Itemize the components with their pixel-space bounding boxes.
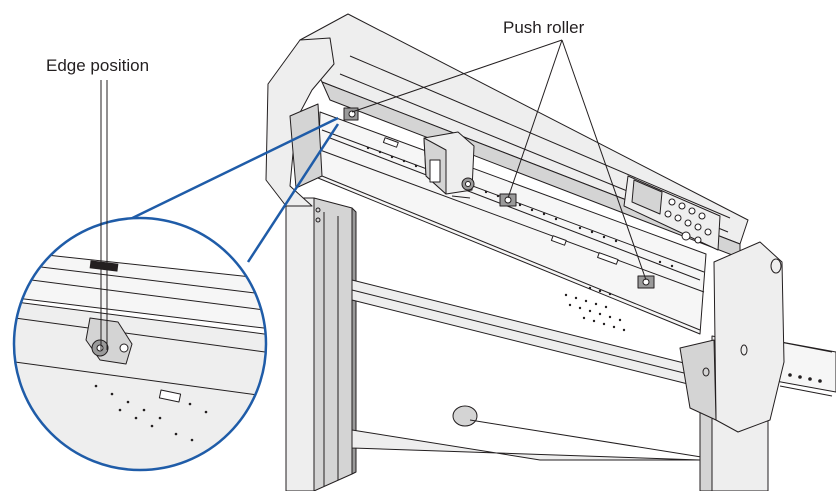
stand-left-leg bbox=[285, 197, 357, 491]
front-vent-holes bbox=[564, 286, 626, 332]
control-panel bbox=[623, 175, 721, 251]
push-roller-right bbox=[637, 275, 655, 289]
tool-carriage bbox=[423, 131, 475, 199]
front-rail-dots bbox=[366, 146, 674, 268]
detail-magnifier bbox=[14, 218, 266, 470]
plotter-left-end-cap bbox=[265, 37, 335, 223]
push-roller-middle bbox=[499, 193, 517, 207]
plotter-right-end-cap bbox=[679, 241, 785, 433]
detail-magnifier-border bbox=[12, 216, 268, 472]
stand-cross-beam-lower bbox=[351, 405, 721, 461]
callout-cone bbox=[117, 116, 340, 263]
detail-push-roller bbox=[85, 317, 133, 365]
edge-position-label: Edge position bbox=[46, 56, 150, 75]
push-roller-label: Push roller bbox=[503, 18, 585, 37]
edge-position-leader-lines bbox=[100, 80, 108, 350]
front-rail-slots bbox=[382, 137, 619, 265]
push-roller-leader-lines bbox=[351, 39, 647, 281]
push-roller-left bbox=[343, 107, 359, 121]
